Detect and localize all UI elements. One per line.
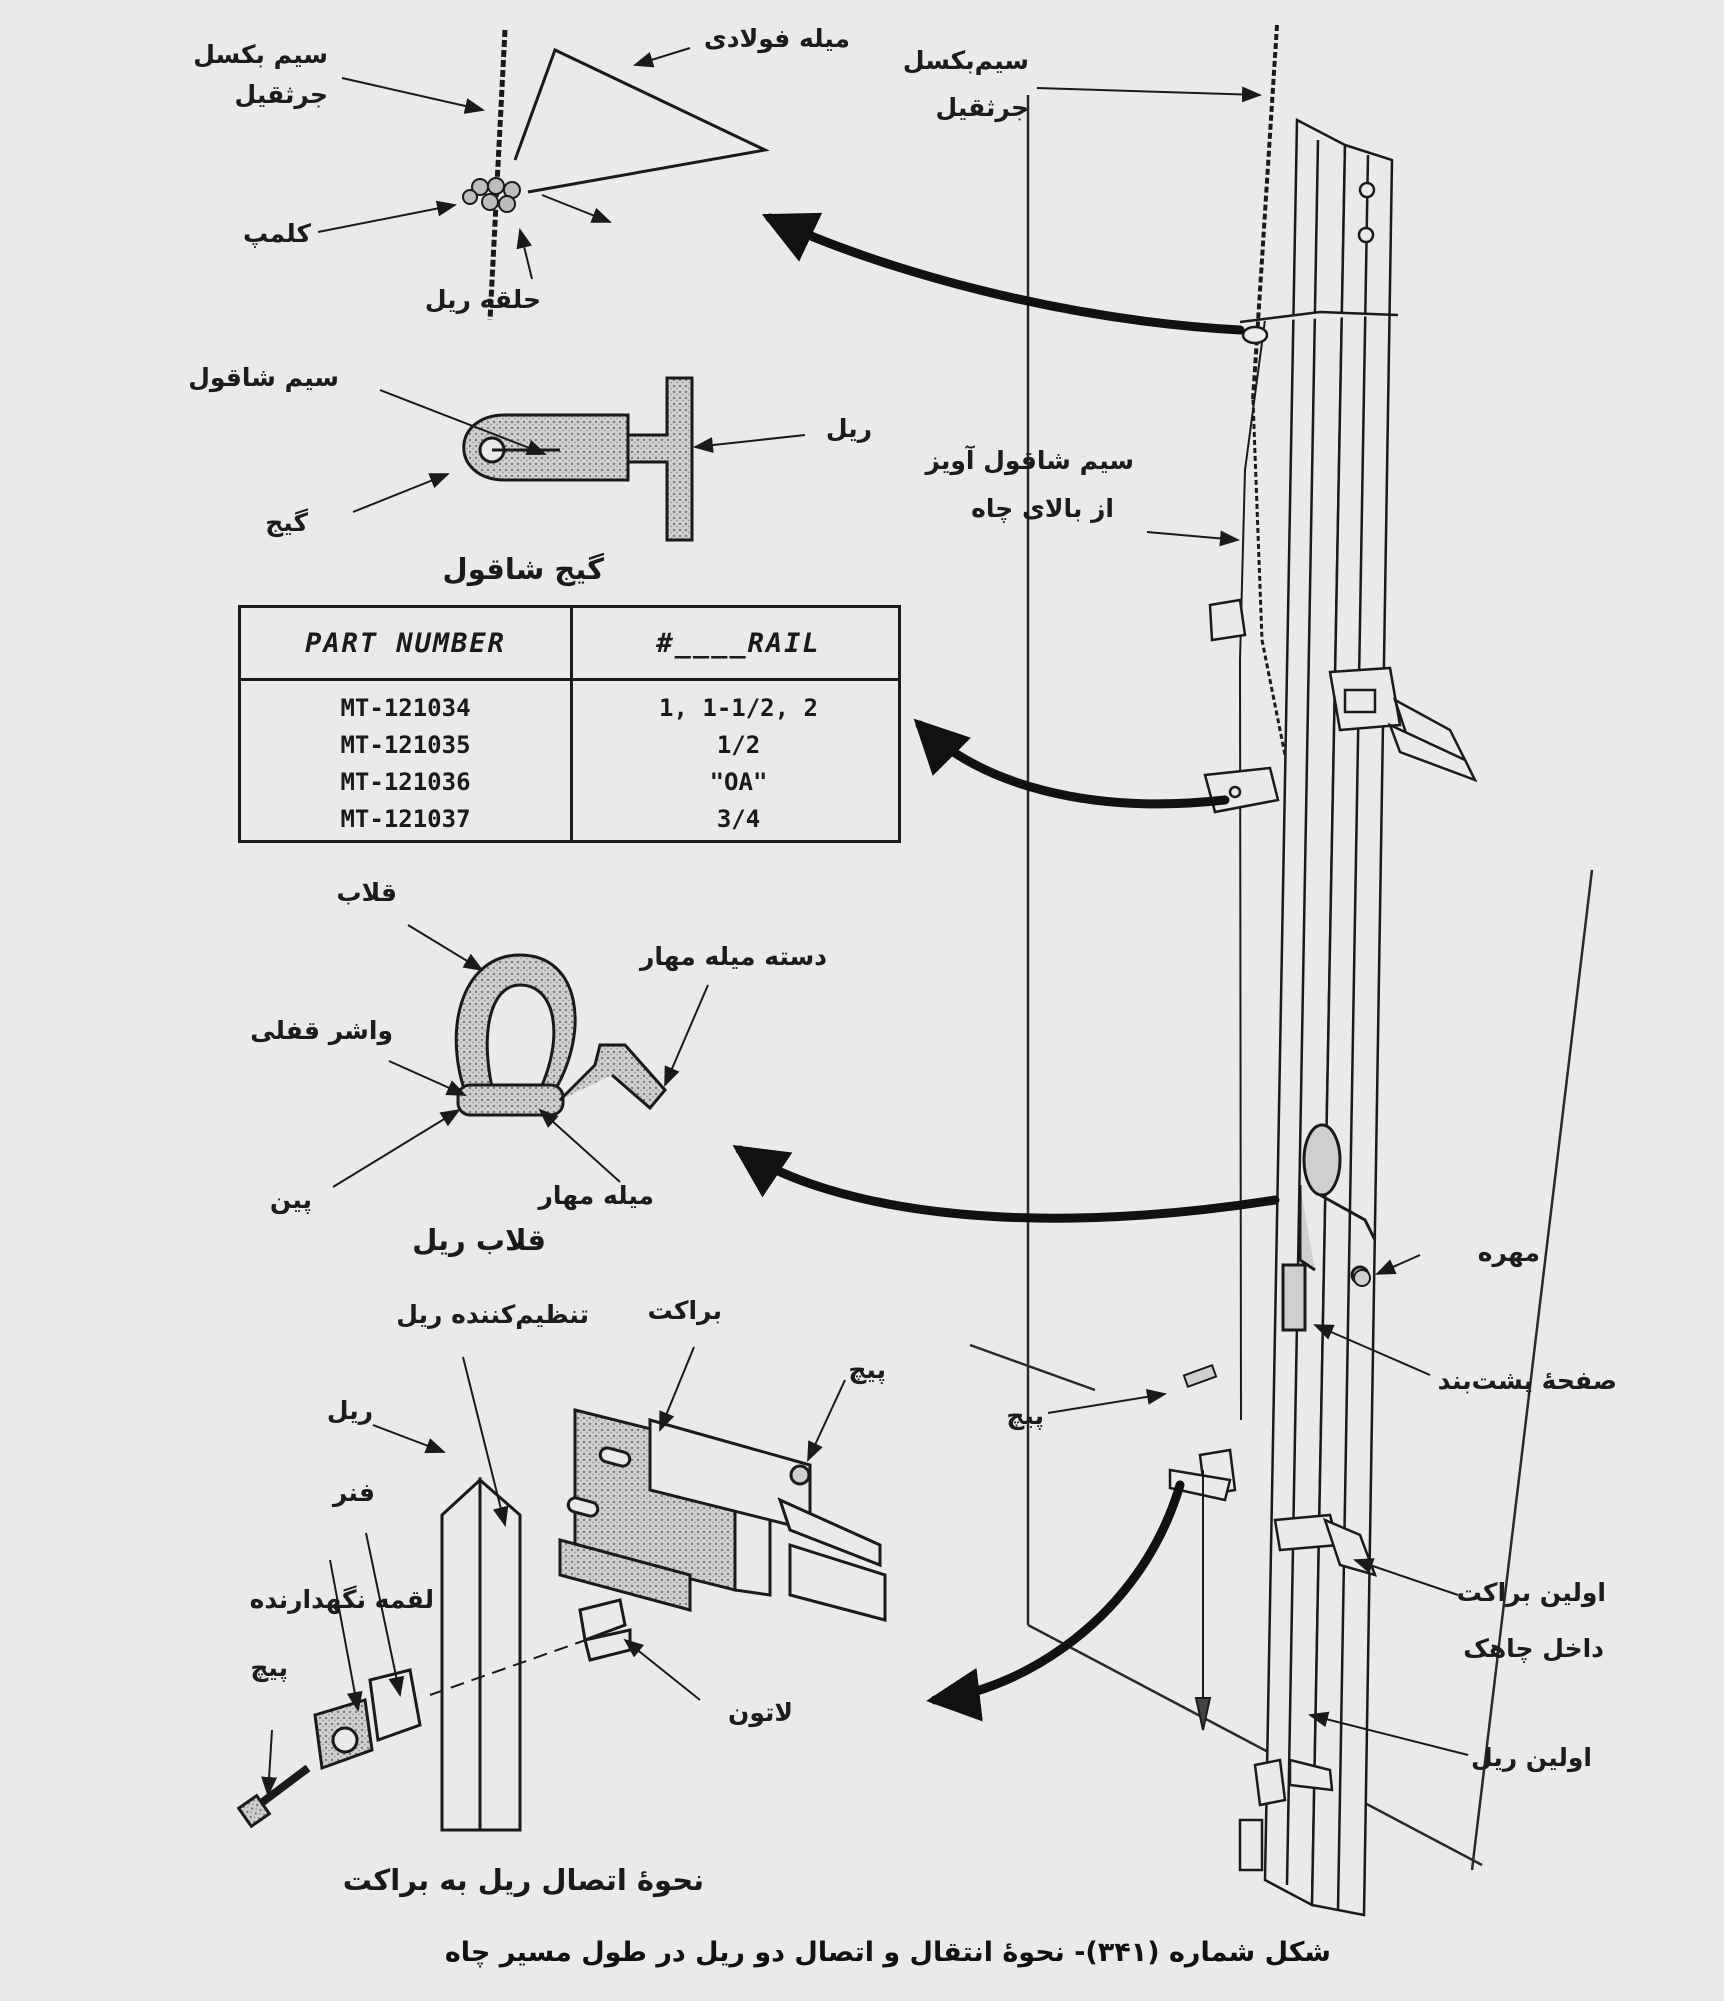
label-bolt-main: پیچ <box>1006 1401 1044 1430</box>
bracket-upper <box>1203 598 1478 814</box>
label-bolt-bracket: پیچ <box>848 1355 886 1384</box>
label-rail-gauge: ریل <box>825 414 872 443</box>
table-column-rails: 1, 1-1/2, 2 1/2 "OA" 3/4 <box>573 690 904 838</box>
table-cell: MT-121034 <box>340 694 471 722</box>
table-header-rail: #____RAIL <box>656 628 821 659</box>
label-tie-rod: میله مهار <box>538 1181 654 1210</box>
label-tie-rod-handle: دسته میله مهار <box>640 942 827 971</box>
label-rail-detail: ریل <box>326 1396 373 1425</box>
nut-and-bolt-main <box>1182 1269 1371 1389</box>
label-bracket: براکت <box>647 1296 722 1325</box>
label-plumb-wire: سیم شاقول <box>188 363 339 392</box>
label-first-bracket-in-pit-b: داخل چاهک <box>1463 1634 1604 1663</box>
table-cell: MT-121036 <box>340 768 471 796</box>
table-cell: "OA" <box>709 768 768 796</box>
label-retaining-clip: لقمه نگهدارنده <box>249 1585 434 1614</box>
title-rail-to-bracket: نحوهٔ اتصال ریل به براکت <box>342 1863 704 1897</box>
plumb-bob <box>1194 1470 1212 1731</box>
fastener-stack <box>236 1668 422 1829</box>
label-first-bracket-in-pit: اولین براکت <box>1456 1578 1606 1607</box>
label-clamp: کلمپ <box>243 219 311 248</box>
label-pin: پین <box>269 1185 312 1214</box>
title-rail-hook: قلاب ریل <box>412 1223 546 1257</box>
label-crane-cable-right: سیم‌بکسل <box>902 46 1029 75</box>
label-shim: لاتون <box>727 1698 793 1727</box>
crane-cable-main <box>1238 24 1324 1421</box>
figure-caption: شکل شماره (۳۴۱)- نحوهٔ انتقال و اتصال دو… <box>444 1937 1331 1968</box>
table-cell: MT-121037 <box>340 805 471 833</box>
part-number-table: PART NUMBER #____RAIL MT-121034 MT-12103… <box>238 605 901 843</box>
rail-hook-detail <box>454 953 667 1117</box>
table-header-part-number: PART NUMBER <box>305 628 506 659</box>
table-column-part-numbers: MT-121034 MT-121035 MT-121036 MT-121037 <box>241 690 570 838</box>
label-rail-ring: حلقه ریل <box>424 285 541 314</box>
main-rail <box>1239 117 1399 1917</box>
label-hanging-plumb-wire: سیم شاقول آویز <box>925 446 1134 475</box>
transfer-arrows <box>732 212 1280 1722</box>
table-header-divider <box>241 678 898 681</box>
rail-bracket-detail <box>429 1408 887 1832</box>
table-cell: 3/4 <box>716 805 761 833</box>
bracket-lower <box>1168 1448 1378 1872</box>
label-crane-cable-top-left-b: جرثقیل <box>234 80 328 109</box>
label-steel-rod: میله فولادی <box>703 24 850 53</box>
table-cell: 1, 1-1/2, 2 <box>659 694 818 722</box>
label-lock-washer: واشر قفلی <box>250 1016 393 1045</box>
plumb-gauge <box>462 376 694 542</box>
label-rail-adjuster: تنظیم‌کننده ریل <box>396 1300 589 1329</box>
cable-clamp-detail <box>462 29 770 321</box>
label-shackle: قلاب <box>336 878 397 907</box>
table-cell: 1/2 <box>716 731 761 759</box>
label-crane-cable-top-left: سیم بکسل <box>193 40 328 69</box>
leader-lines <box>261 47 1469 1797</box>
label-from-top-of-shaft: از بالای چاه <box>971 494 1114 523</box>
label-gauge: گیج <box>265 508 308 537</box>
label-nut: مهره <box>1477 1238 1540 1267</box>
label-crane-cable-right-b: جرثقیل <box>935 93 1029 122</box>
label-first-rail: اولین ریل <box>1471 1743 1592 1772</box>
label-backing-plate: صفحهٔ پشت‌بند <box>1437 1366 1617 1395</box>
title-plumb-gauge: گیج شاقول <box>442 552 604 586</box>
label-bolt-clip: پیچ <box>250 1653 288 1682</box>
table-cell: MT-121035 <box>340 731 471 759</box>
table-column-divider <box>570 608 573 840</box>
label-spring: فنر <box>332 1478 375 1507</box>
